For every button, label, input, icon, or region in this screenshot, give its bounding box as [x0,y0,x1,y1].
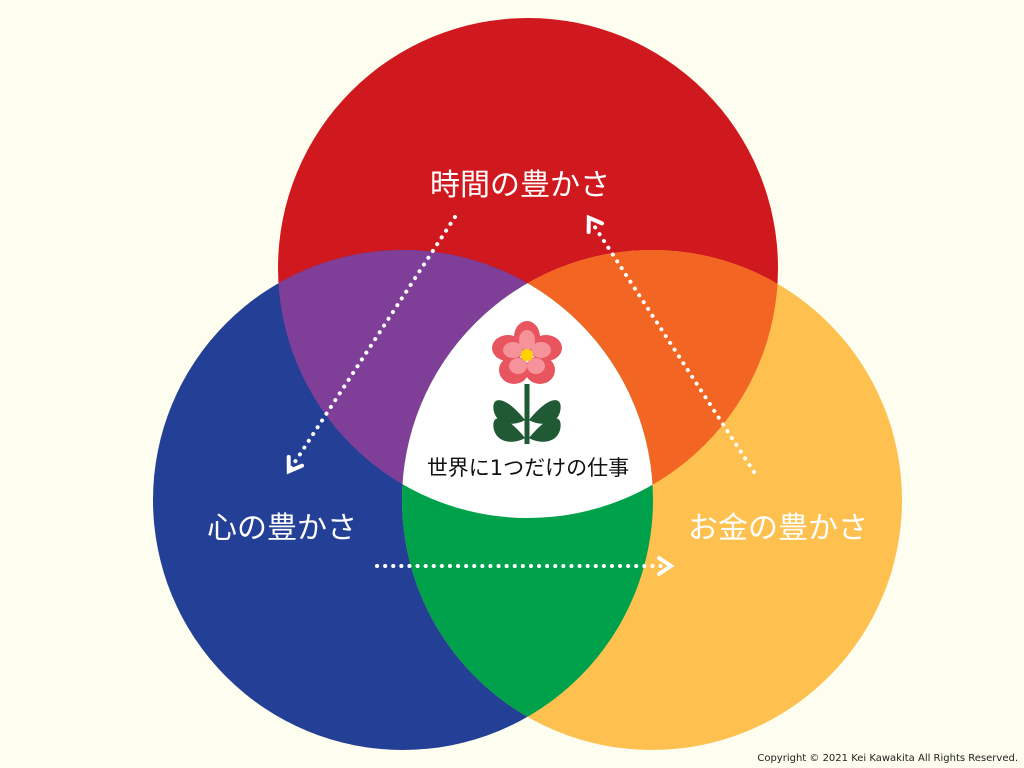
arrow-money-to-time [586,214,756,474]
time-abundance-label: 時間の豊かさ [430,168,610,203]
heart-abundance-label: 心の豊かさ [207,511,357,546]
money-abundance-label: お金の豊かさ [688,511,868,546]
copyright-text: Copyright © 2021 Kei Kawakita All Rights… [757,753,1018,764]
arrow-time-to-heart [286,215,457,475]
flower-icon [492,321,562,444]
center-label: 世界に1つだけの仕事 [426,456,630,480]
